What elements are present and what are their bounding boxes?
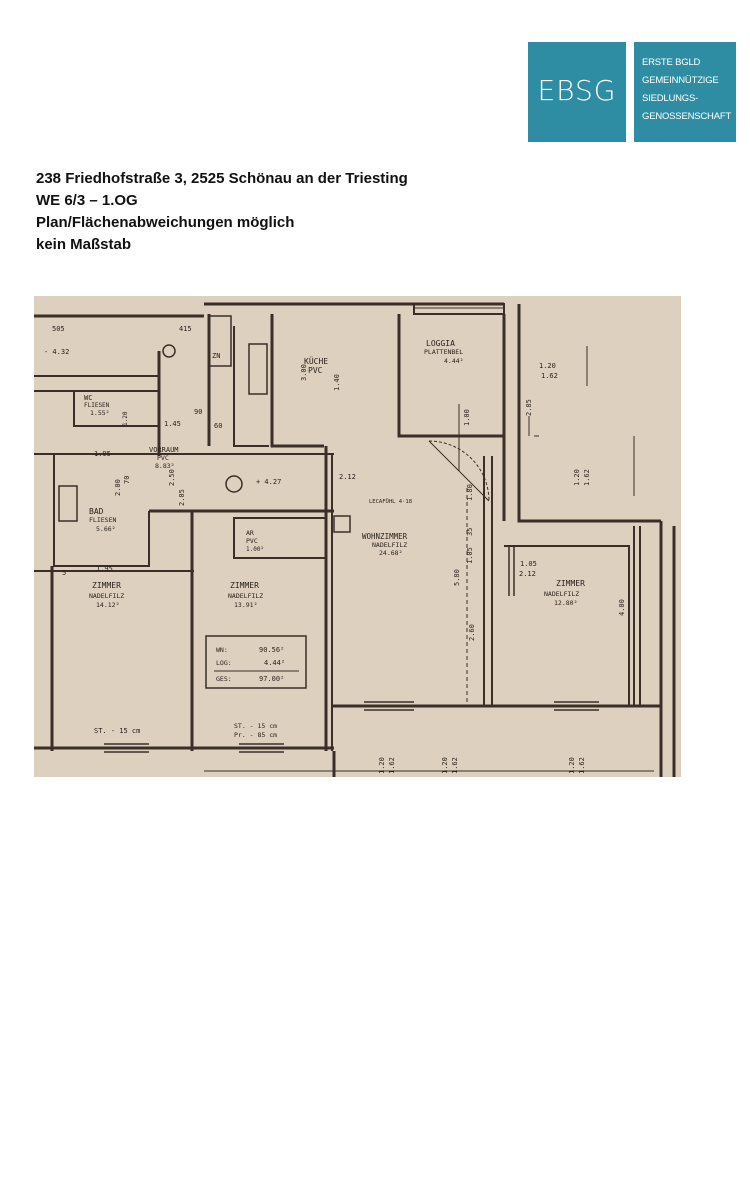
dimension-label: 2.12 — [519, 570, 536, 578]
summary-value: 97.00² — [259, 675, 284, 683]
dimension-label: 90 — [194, 408, 202, 416]
dimension-label: 60 — [214, 422, 222, 430]
dimension-label: 1.80 — [466, 484, 474, 501]
logo-line: GEMEINNÜTZIGE — [642, 75, 719, 86]
room2-area: 13.91² — [234, 601, 257, 609]
dimension-label: 5.80 — [453, 569, 461, 586]
dimension-label: 1.62 — [578, 757, 586, 774]
dimension-label: 1.45 — [164, 420, 181, 428]
dimension-label: 1.05 — [520, 560, 537, 568]
zn-label: ZN — [212, 352, 220, 360]
dimension-label: 2.50 — [168, 469, 176, 486]
dimension-label: 35 — [466, 528, 474, 536]
hall-name: VORRAUM — [149, 446, 179, 454]
scale-note: kein Maßstab — [36, 236, 132, 253]
kitchen-name: KÜCHE — [304, 356, 328, 366]
area-summary: WN: 90.56² LOG: 4.44² GES: 97.00² — [205, 635, 307, 689]
dimension-label: 5 — [62, 569, 66, 577]
room3-floor: NADELFILZ — [544, 590, 579, 598]
room1-area: 14.12² — [96, 601, 119, 609]
loggia-floor: PLATTENBEL — [424, 348, 463, 356]
room1-floor: NADELFILZ — [89, 592, 124, 600]
elevation-label: + 4.27 — [256, 478, 281, 486]
room2-floor: NADELFILZ — [228, 592, 263, 600]
dimension-label: 1.20 — [122, 411, 129, 426]
dimension-label: 2.60 — [468, 624, 476, 641]
dimension-label: 1.20 — [378, 757, 386, 774]
logo-line: GENOSSENSCHAFT — [642, 111, 732, 122]
dimension-label: 1.62 — [541, 372, 558, 380]
storage-area: 1.00² — [246, 546, 264, 553]
living-floor: NADELFILZ — [372, 541, 407, 549]
summary-label: WN: — [216, 646, 228, 654]
wc-name: WC — [84, 394, 92, 402]
hall-area: 8.83² — [155, 462, 175, 470]
summary-label: GES: — [216, 675, 232, 683]
logo-abbr: EBSG — [537, 74, 617, 107]
floor-plan: KÜCHE PVC LOGGIA PLATTENBEL 4.44² BAD FL… — [34, 296, 681, 777]
dimension-label: 2.85 — [525, 399, 533, 416]
dimension-label: 3.00 — [300, 364, 308, 381]
loggia-area: 4.44² — [444, 357, 464, 365]
dimension-label: 1.20 — [573, 469, 581, 486]
wall-thickness-label: ST. - 15 cm — [234, 722, 277, 730]
ventilation-label: LECAFÜHL 4·18 — [369, 498, 412, 505]
wall-thickness-label: ST. - 15 cm — [94, 727, 140, 735]
dimension-label: 2.12 — [339, 473, 356, 481]
dimension-label: 1.95 — [94, 450, 111, 458]
wc-floor: FLIESEN — [84, 402, 110, 409]
room1-name: ZIMMER — [92, 581, 121, 590]
storage-name: AR — [246, 529, 254, 537]
logo-line: ERSTE BGLD — [642, 57, 701, 68]
summary-value: 90.56² — [259, 646, 284, 654]
logo-abbr-box: EBSG — [528, 42, 626, 142]
hall-floor: PVC — [157, 454, 169, 462]
dimension-label: 70 — [123, 476, 131, 484]
deviation-note: Plan/Flächenabweichungen möglich — [36, 214, 295, 231]
loggia-name: LOGGIA — [426, 339, 455, 348]
bath-floor: FLIESEN — [89, 516, 116, 524]
living-name: WOHNZIMMER — [362, 532, 408, 541]
dimension-label: 1.20 — [568, 757, 576, 774]
dimension-label: 415 — [179, 325, 192, 333]
dimension-label: 2.00 — [114, 479, 122, 496]
summary-value: 4.44² — [264, 659, 285, 667]
bath-name: BAD — [89, 507, 104, 516]
dimension-label: 1.62 — [388, 757, 396, 774]
dimension-label: 2.05 — [178, 489, 186, 506]
logo-line: SIEDLUNGS- — [642, 93, 699, 104]
dimension-label: 1.20 — [441, 757, 449, 774]
document-header: 238 Friedhofstraße 3, 2525 Schönau an de… — [36, 168, 408, 256]
floor-plan-drawing: KÜCHE PVC LOGGIA PLATTENBEL 4.44² BAD FL… — [34, 302, 676, 777]
room3-area: 12.80² — [554, 599, 577, 607]
address: 238 Friedhofstraße 3, 2525 Schönau an de… — [36, 170, 408, 187]
dimension-label: 1.40 — [333, 374, 341, 391]
dimension-label: 1.05 — [466, 547, 474, 564]
room2-name: ZIMMER — [230, 581, 259, 590]
bath-area: 5.66² — [96, 525, 116, 533]
dimension-label: 1.62 — [583, 469, 591, 486]
room3-name: ZIMMER — [556, 579, 585, 588]
unit-label: WE 6/3 – 1.OG — [36, 192, 138, 209]
dimension-label: 1.00 — [463, 409, 471, 426]
living-area: 24.68² — [379, 549, 402, 557]
dimension-label: 4.00 — [618, 599, 626, 616]
storage-floor: PVC — [246, 537, 258, 545]
summary-label: LOG: — [216, 659, 232, 667]
dimension-label: 1.62 — [451, 757, 459, 774]
kitchen-floor: PVC — [308, 366, 323, 375]
parapet-label: Pr. - 85 cm — [234, 731, 277, 739]
logo-name-box: ERSTE BGLD GEMEINNÜTZIGE SIEDLUNGS- GENO… — [634, 42, 736, 142]
ebsg-logo: EBSG ERSTE BGLD GEMEINNÜTZIGE SIEDLUNGS-… — [528, 42, 736, 142]
dimension-label: 505 — [52, 325, 65, 333]
wc-area: 1.55² — [90, 409, 110, 417]
dimension-label: - 4.32 — [44, 348, 69, 356]
dimension-label: 1.20 — [539, 362, 556, 370]
dimension-label: 1.95 — [96, 565, 113, 573]
